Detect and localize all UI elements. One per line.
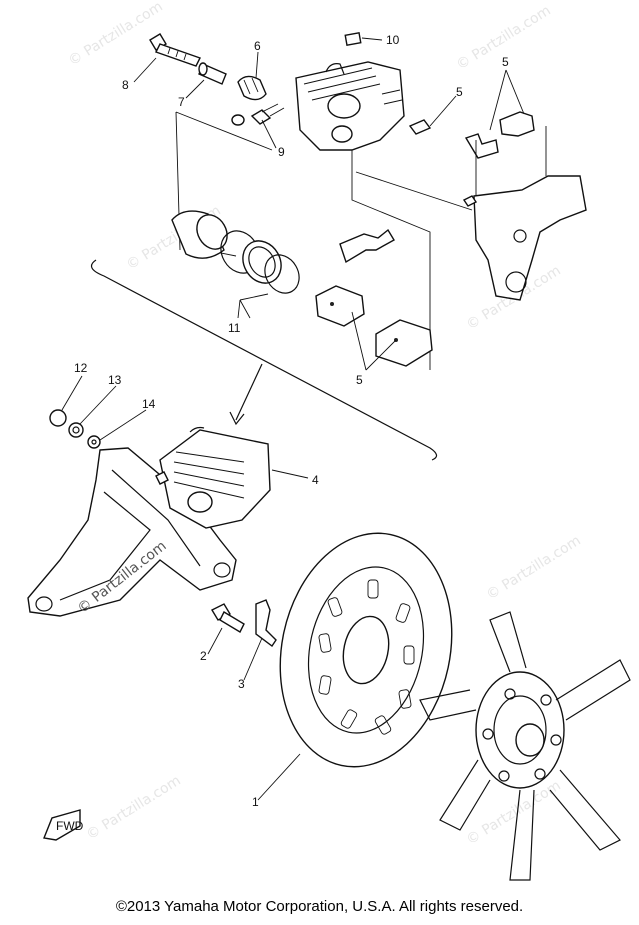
upper-caliper-body	[295, 32, 405, 151]
callout-3: 3	[238, 677, 245, 691]
upper-caliper-assembly	[149, 32, 432, 151]
callout-1: 1	[252, 795, 259, 809]
pad-set-center-5	[315, 228, 433, 371]
washer-stack-12-14	[49, 409, 101, 449]
callout-12: 12	[74, 361, 88, 375]
watermark-text: © Partzilla.com	[66, 0, 166, 69]
wheel-hub	[419, 611, 631, 881]
copyright-footer: ©2013 Yamaha Motor Corporation, U.S.A. A…	[115, 898, 524, 915]
brake-disc-part-1	[279, 532, 453, 768]
sleeve-part-7	[198, 62, 227, 85]
callout-7: 7	[178, 95, 185, 109]
pad-set-right-5	[464, 69, 535, 159]
watermark-text: © Partzilla.com	[484, 533, 584, 604]
piston-seal-set-11	[171, 210, 300, 319]
bolt-part-8	[149, 33, 201, 67]
bleeder-part-9	[231, 103, 285, 126]
watermark-text: © Partzilla.com	[84, 773, 184, 844]
assembly-arrow	[229, 363, 263, 426]
fwd-direction-icon: FWD	[43, 809, 84, 841]
callout-4: 4	[312, 473, 319, 487]
callout-5-bottom: 5	[356, 373, 363, 387]
callout-6: 6	[254, 39, 261, 53]
fwd-label: FWD	[56, 819, 84, 833]
lock-plate-part-3	[255, 599, 277, 648]
group-bracket-line	[90, 259, 438, 461]
callout-10: 10	[386, 33, 400, 47]
upper-caliper-bracket	[462, 126, 587, 301]
callout-5-right: 5	[502, 55, 509, 69]
callout-5-top: 5	[456, 85, 463, 99]
watermark-text: © Partzilla.com	[464, 778, 564, 849]
callout-14: 14	[142, 397, 156, 411]
callout-13: 13	[108, 373, 122, 387]
part-callouts: 8 7 6 10 5 5 9 11 5 12 13 14 4 2 3 1	[74, 33, 509, 809]
callout-2: 2	[200, 649, 207, 663]
caliper-bolt-5	[408, 119, 432, 135]
callout-11: 11	[228, 321, 241, 335]
boot-part-6	[237, 75, 267, 101]
callout-9: 9	[278, 145, 285, 159]
callout-8: 8	[122, 78, 129, 92]
leader-lines	[61, 37, 457, 801]
bolt-part-2	[211, 603, 245, 633]
lower-caliper-body	[155, 426, 271, 529]
